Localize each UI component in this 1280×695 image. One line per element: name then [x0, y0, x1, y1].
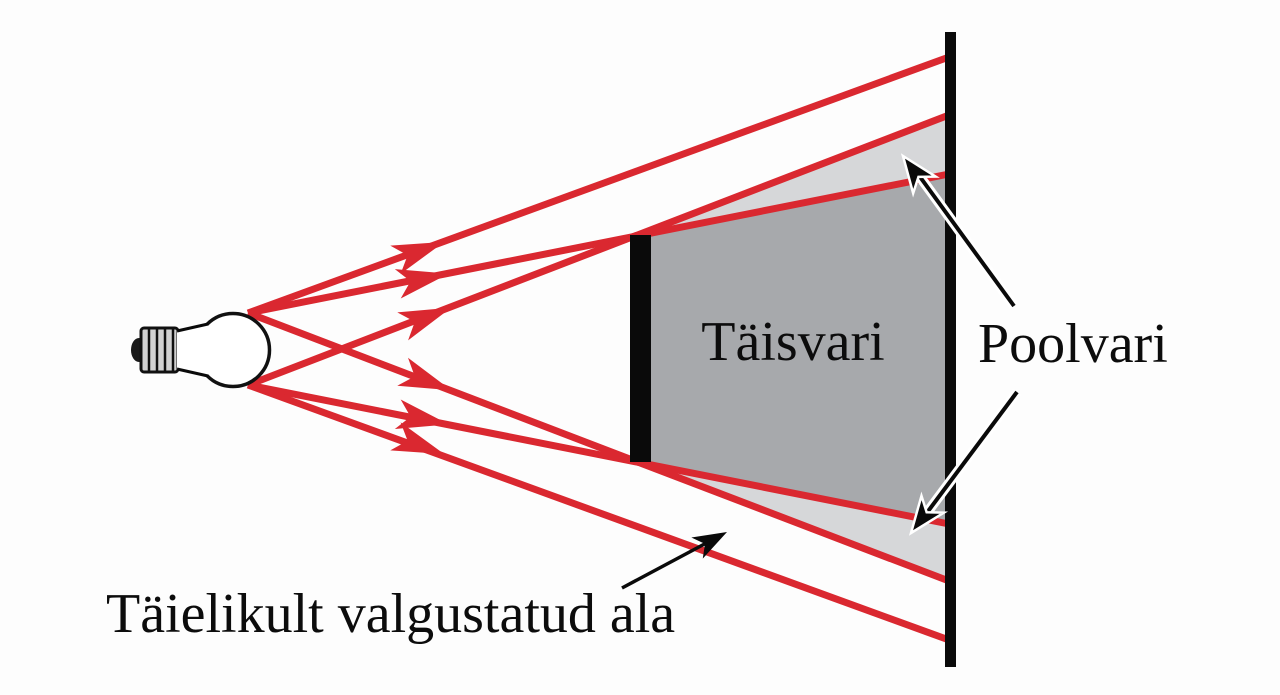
umbra-region [640, 174, 951, 524]
arrow-shaft [921, 390, 1019, 520]
penumbra-label: Poolvari [978, 313, 1168, 375]
light-ray [246, 381, 951, 644]
illuminated-area-arrow [621, 532, 727, 590]
bulb-neck [177, 324, 208, 376]
ray-arrowhead-icon [394, 269, 449, 299]
arrow-shaft [913, 168, 1016, 308]
light-ray [246, 309, 951, 585]
illuminated-area-label: Täielikult valgustatud ala [106, 583, 675, 645]
opaque-barrier [630, 235, 651, 462]
light-bulb-icon [131, 311, 272, 389]
light-ray [246, 111, 951, 389]
ray-arrowhead-icon [390, 422, 445, 455]
ray-arrowheads [390, 241, 452, 455]
ray-arrowhead-icon [390, 241, 445, 274]
arrow-head-icon [900, 153, 940, 198]
arrow-head-icon [908, 491, 949, 536]
penumbra-arrow-top [900, 153, 1019, 309]
penumbra-arrow-bottom [908, 389, 1022, 536]
bulb-neck-outline [176, 367, 209, 378]
bulb-neck-outline [176, 322, 209, 333]
umbra-label: Täisvari [701, 311, 884, 373]
ray-arrowhead-icon [397, 307, 452, 341]
arrow-head-icon [691, 532, 727, 559]
light-rays [246, 53, 951, 644]
arrow-shaft [621, 538, 713, 590]
light-ray [247, 381, 950, 528]
screen-line [945, 32, 956, 667]
ray-arrowhead-icon [394, 399, 449, 429]
light-ray [246, 53, 951, 317]
light-ray [247, 170, 950, 317]
ray-arrowhead-icon [397, 357, 452, 391]
